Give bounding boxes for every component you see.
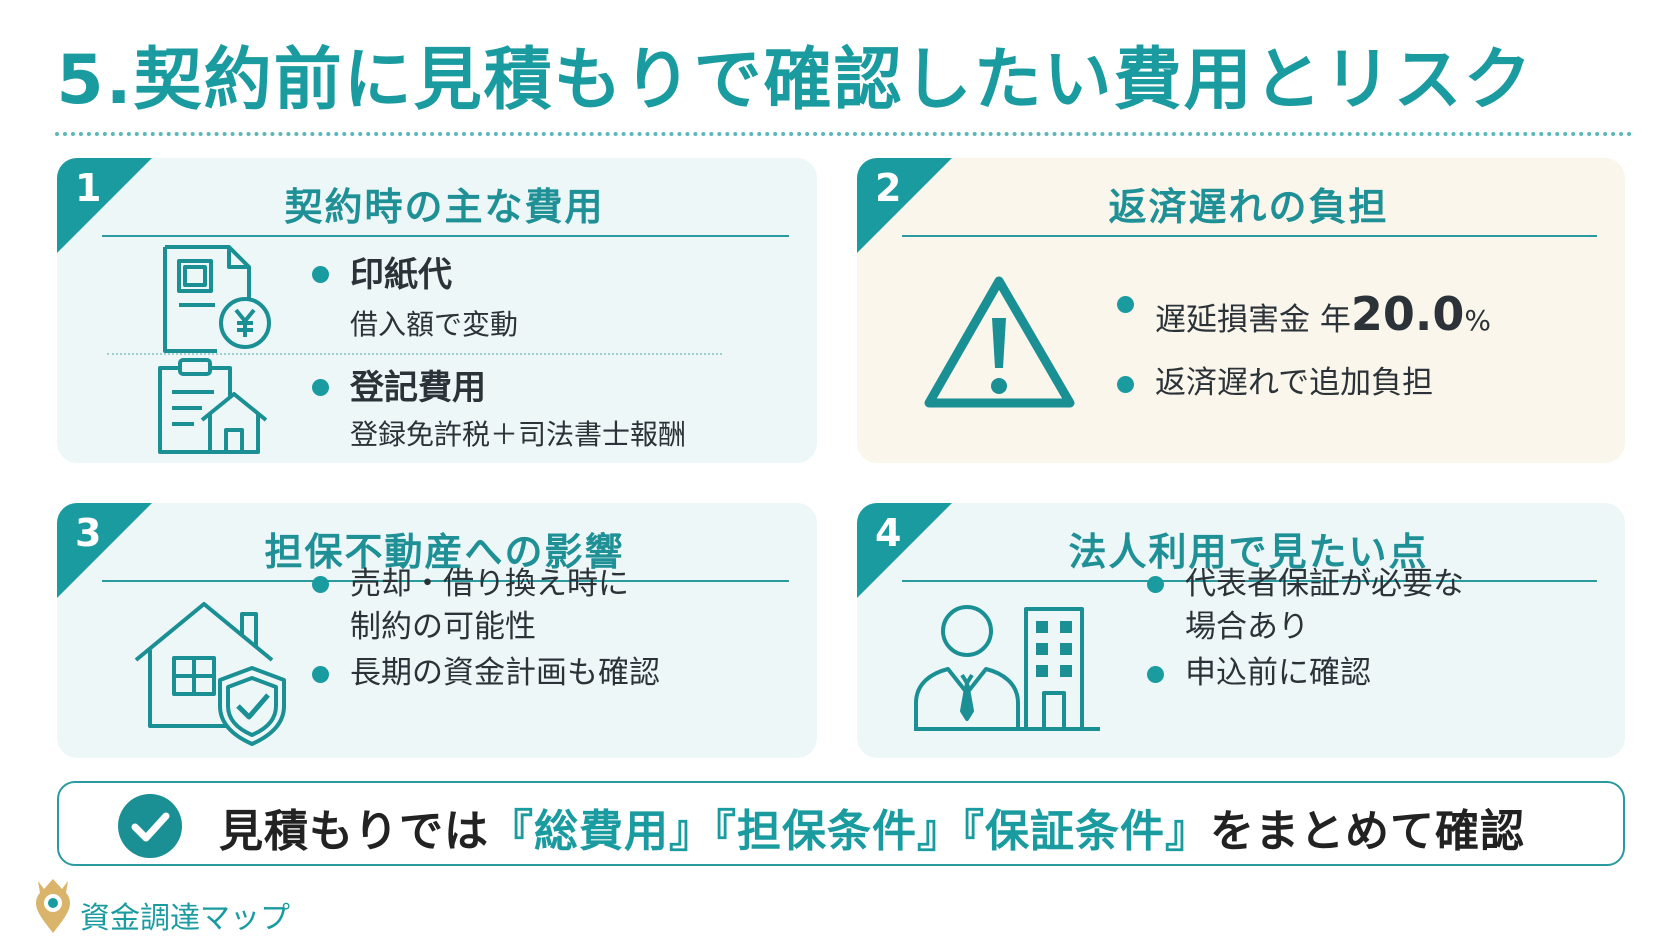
card-title: 法人利用で見たい点: [1068, 530, 1429, 574]
card-late-payment: 2 返済遅れの負担 遅延損害金 年20.0% 返済遅れで追加負担: [857, 158, 1625, 463]
card-number: 2: [875, 166, 902, 210]
number-corner: [857, 503, 952, 598]
card-number: 1: [75, 166, 102, 210]
late-fee-rate: 20.0: [1350, 287, 1465, 341]
late-fee-unit: %: [1464, 304, 1491, 337]
cost-item-detail: 登録免許税＋司法書士報酬: [350, 418, 687, 451]
summary-text: 見積もりでは『総費用』『担保条件』『保証条件』をまとめて確認: [219, 795, 1525, 859]
card-number: 3: [75, 511, 102, 555]
corporate-item-line1: 代表者保証が必要な: [1185, 566, 1464, 602]
corporate-item-line2: 場合あり: [1185, 609, 1309, 646]
summary-highlight-guarantee: 『保証条件』: [962, 806, 1210, 857]
card-title: 返済遅れの負担: [1108, 185, 1389, 229]
stamp-document-yen-icon: [157, 243, 277, 358]
card-title-rule: [902, 580, 1597, 582]
collateral-item-line2: 制約の可能性: [350, 609, 536, 646]
map-pin-crown-icon: [30, 875, 76, 935]
warning-triangle-icon: [922, 273, 1077, 413]
cost-item-label: 登記費用: [312, 366, 486, 412]
summary-highlight-collateral: 『担保条件』: [714, 806, 962, 857]
summary-banner: 見積もりでは『総費用』『担保条件』『保証条件』をまとめて確認: [57, 781, 1625, 866]
card-title: 担保不動産への影響: [264, 530, 625, 574]
brand-name: 資金調達マップ: [80, 901, 290, 936]
number-corner: [57, 158, 152, 253]
title-divider: [55, 132, 1633, 136]
house-shield-icon: [132, 598, 297, 748]
check-circle-icon: [117, 793, 183, 859]
summary-suffix: をまとめて確認: [1210, 806, 1525, 857]
cost-item-label: 印紙代: [312, 253, 452, 299]
collateral-item: 長期の資金計画も確認: [312, 653, 660, 695]
page-title: 5.契約前に見積もりで確認したい費用とリスク: [56, 41, 1534, 120]
late-fee-item: 遅延損害金 年20.0%: [1117, 283, 1491, 345]
person-building-icon: [912, 603, 1102, 733]
card-collateral: 3 担保不動産への影響 売却・借り換え時に 制約の可能性 長期の資金計画も確認: [57, 503, 817, 758]
clipboard-house-icon: [154, 358, 274, 458]
late-fee-prefix: 遅延損害金 年: [1155, 302, 1351, 338]
cost-item-detail: 借入額で変動: [350, 308, 519, 341]
card-title-rule: [102, 235, 789, 237]
card-contract-costs: 1 契約時の主な費用 印紙代 借入額で変動 登記費用 登録免: [57, 158, 817, 463]
number-corner: [57, 503, 152, 598]
item-divider: [107, 353, 722, 355]
summary-highlight-total-cost: 『総費用』: [489, 806, 714, 857]
corporate-item: 代表者保証が必要な 場合あり: [1147, 563, 1464, 650]
collateral-item: 売却・借り換え時に 制約の可能性: [312, 563, 629, 650]
card-corporate-use: 4 法人利用で見たい点 代表者保証が必要な 場合あり 申込前に確認: [857, 503, 1625, 758]
late-burden-item: 返済遅れで追加負担: [1117, 363, 1433, 405]
summary-prefix: 見積もりでは: [219, 806, 489, 857]
collateral-item-line1: 売却・借り換え時に: [350, 566, 629, 602]
card-title: 契約時の主な費用: [284, 185, 605, 229]
number-corner: [857, 158, 952, 253]
card-title-rule: [902, 235, 1597, 237]
corporate-item: 申込前に確認: [1147, 653, 1371, 695]
card-number: 4: [875, 511, 902, 555]
card-title-rule: [102, 580, 789, 582]
